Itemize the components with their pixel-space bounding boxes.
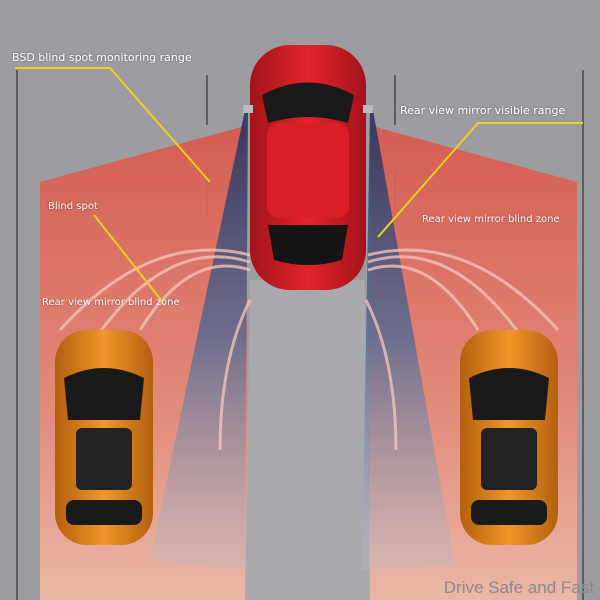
radar-waves: [58, 248, 560, 451]
leader-lines: [15, 67, 583, 306]
label-mirror-blind-zone-right: Rear view mirror blind zone: [422, 214, 560, 225]
host-lane: [245, 280, 370, 600]
watermark: Drive Safe and Fast: [443, 578, 594, 597]
label-bsd-range: BSD blind spot monitoring range: [12, 51, 192, 64]
leader-bsd: [15, 67, 211, 183]
label-mirror-blind-zone-left: Rear view mirror blind zone: [42, 297, 180, 308]
adjacent-car-left: [55, 330, 153, 545]
mirror-left: [243, 105, 253, 113]
host-car-red: [243, 45, 373, 290]
leader-blind-spot: [93, 214, 166, 306]
mirror-cone-right: [362, 110, 455, 570]
leader-mirror-visible: [377, 122, 583, 238]
mirror-right: [363, 105, 373, 113]
label-blind-spot: Blind spot: [48, 201, 98, 212]
label-mirror-visible-range: Rear view mirror visible range: [400, 104, 566, 117]
adjacent-car-right: [460, 330, 558, 545]
mirror-cone-left: [150, 110, 248, 570]
